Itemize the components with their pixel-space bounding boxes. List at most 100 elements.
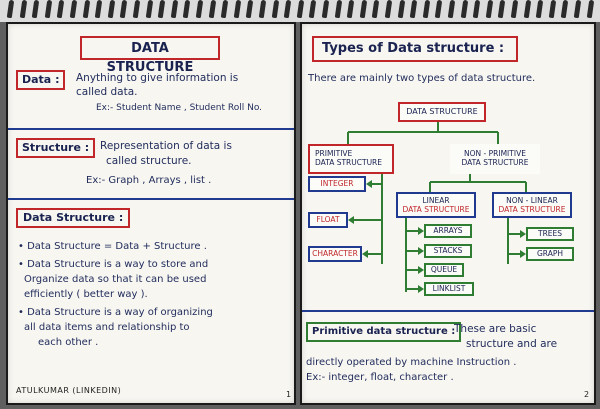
types-intro: There are mainly two types of data struc… <box>308 73 536 84</box>
page-number: 1 <box>286 390 292 399</box>
data-definition-line2: called data. <box>76 86 138 98</box>
spiral-ring <box>359 0 368 19</box>
spiral-ring <box>472 0 481 19</box>
spiral-ring <box>69 0 78 19</box>
tree-node-character: CHARACTER <box>308 246 362 262</box>
spiral-ring <box>447 0 456 19</box>
heading-data-structure: Data Structure : <box>16 208 131 228</box>
spiral-ring <box>132 0 141 19</box>
spiral-ring <box>485 0 494 19</box>
divider <box>8 128 294 130</box>
tree-node-graph: GRAPH <box>526 247 574 261</box>
spiral-ring <box>510 0 519 19</box>
term-primitive-data-structure: Primitive data structure : <box>306 322 462 342</box>
spiral-ring <box>346 0 355 19</box>
tree-connectors <box>347 122 527 293</box>
spiral-ring <box>309 0 317 19</box>
right-page: Types of Data structure : There are main… <box>300 22 596 405</box>
primitive-label-line1: PRIMITIVE <box>315 149 353 158</box>
term-data: Data : <box>16 70 66 90</box>
non-linear-label-line2: DATA STRUCTURE <box>498 205 566 214</box>
tree-node-float: FLOAT <box>308 212 348 228</box>
spiral-ring <box>372 0 380 19</box>
spiral-ring <box>548 0 557 19</box>
structure-definition-line2: called structure. <box>106 155 192 167</box>
data-definition-line1: Anything to give information is <box>76 72 239 84</box>
author-credit: ATULKUMAR (LINKEDIN) <box>16 386 122 395</box>
spiral-ring <box>422 0 431 19</box>
tree-node-linear: LINEAR DATA STRUCTURE <box>396 192 476 218</box>
spiral-ring <box>183 0 191 19</box>
spiral-ring <box>57 0 65 19</box>
divider <box>8 198 294 200</box>
bullet-2-line2: Organize data so that it can be used <box>24 274 207 285</box>
spiral-ring <box>258 0 267 19</box>
tree-node-queue: QUEUE <box>424 263 464 277</box>
spiral-ring <box>321 0 330 19</box>
spiral-ring <box>31 0 40 19</box>
tree-node-non-linear: NON - LINEAR DATA STRUCTURE <box>492 192 572 218</box>
spiral-binding <box>0 0 600 22</box>
primitive-definition-line1: These are basic <box>454 323 537 335</box>
bullet-3-line3: each other . <box>38 337 99 348</box>
spiral-ring <box>195 0 204 19</box>
tree-node-primitive: PRIMITIVE DATA STRUCTURE <box>308 144 394 174</box>
spiral-ring <box>19 0 27 19</box>
spiral-ring <box>107 0 116 19</box>
left-page: DATA STRUCTURE Data : Anything to give i… <box>6 22 296 405</box>
primitive-definition-line2: structure and are <box>466 338 558 350</box>
tree-node-root: DATA STRUCTURE <box>398 102 486 122</box>
spiral-ring <box>573 0 582 19</box>
spiral-ring <box>409 0 418 19</box>
tree-node-trees: TREES <box>526 227 574 241</box>
bullet-3-line1: • Data Structure is a way of organizing <box>18 307 213 318</box>
spiral-ring <box>94 0 103 19</box>
tree-node-stacks: STACKS <box>424 244 472 258</box>
spiral-ring <box>208 0 216 19</box>
spiral-ring <box>296 0 305 19</box>
primitive-definition-line3: directly operated by machine Instruction… <box>306 357 517 368</box>
spiral-ring <box>586 0 594 19</box>
spiral-ring <box>233 0 242 19</box>
page-number: 2 <box>584 390 590 399</box>
structure-definition-line1: Representation of data is <box>100 140 232 152</box>
spiral-ring <box>498 0 506 19</box>
tree-node-arrays: ARRAYS <box>424 224 472 238</box>
spiral-ring <box>435 0 443 19</box>
spiral-ring <box>120 0 128 19</box>
bullet-1-line1: • Data Structure = Data + Structure . <box>18 241 207 252</box>
spiral-ring <box>170 0 179 19</box>
spiral-ring <box>145 0 153 19</box>
term-structure: Structure : <box>16 138 96 158</box>
tree-node-linklist: LINKLIST <box>424 282 474 296</box>
spiral-ring <box>220 0 229 19</box>
data-example: Ex:- Student Name , Student Roll No. <box>96 103 263 113</box>
non-linear-label-line1: NON - LINEAR <box>506 196 558 205</box>
primitive-definition-line4: Ex:- integer, float, character . <box>306 372 454 383</box>
page-title-types: Types of Data structure : <box>312 36 518 62</box>
page-title-data-structure: DATA STRUCTURE <box>80 36 220 75</box>
divider <box>302 310 594 312</box>
spiral-ring <box>271 0 279 19</box>
spiral-ring <box>460 0 468 19</box>
linear-label-line2: DATA STRUCTURE <box>402 205 470 214</box>
spiral-ring <box>246 0 254 19</box>
spiral-ring <box>397 0 405 19</box>
bullet-2-line1: • Data Structure is a way to store and <box>18 259 209 270</box>
spiral-ring <box>6 0 15 19</box>
spiral-ring <box>535 0 544 19</box>
structure-example: Ex:- Graph , Arrays , list . <box>86 175 212 186</box>
spiral-ring <box>283 0 292 19</box>
non-primitive-label-line2: DATA STRUCTURE <box>461 158 529 167</box>
primitive-label-line2: DATA STRUCTURE <box>315 158 383 167</box>
spiral-ring <box>561 0 569 19</box>
spiral-ring <box>44 0 53 19</box>
spiral-ring <box>157 0 166 19</box>
tree-node-integer: INTEGER <box>308 176 366 192</box>
linear-label-line1: LINEAR <box>422 196 450 205</box>
bullet-2-line3: efficiently ( better way ). <box>24 289 148 300</box>
non-primitive-label-line1: NON - PRIMITIVE <box>464 149 526 158</box>
spiral-ring <box>82 0 90 19</box>
bullet-3-line2: all data items and relationship to <box>24 322 190 333</box>
